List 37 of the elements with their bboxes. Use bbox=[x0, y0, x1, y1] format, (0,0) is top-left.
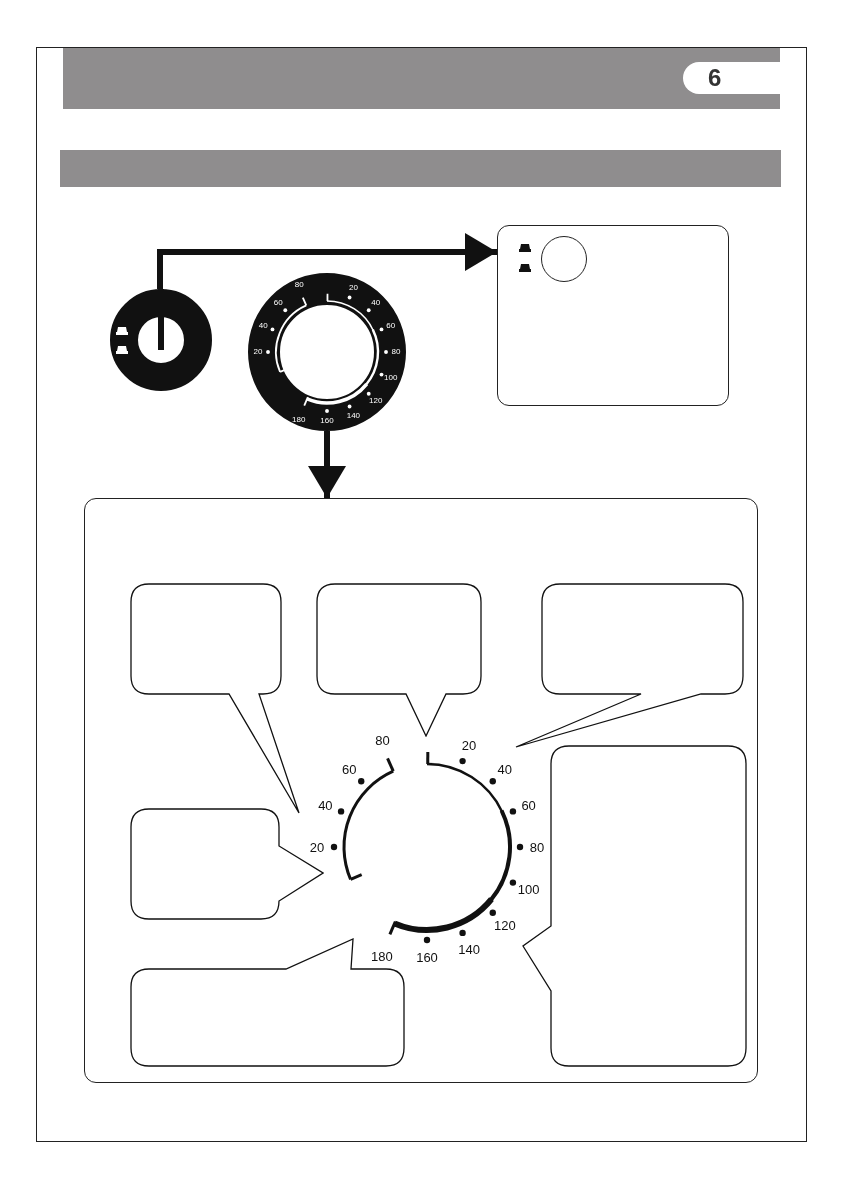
scale-number: 60 bbox=[341, 762, 357, 776]
scale-number: 120 bbox=[493, 918, 516, 932]
scale-number: 40 bbox=[497, 762, 512, 776]
scale-number: 80 bbox=[294, 280, 304, 289]
scale-number: 20 bbox=[348, 284, 358, 293]
scale-number: 120 bbox=[369, 396, 383, 405]
rounded-panel bbox=[497, 225, 729, 406]
scale-number: 160 bbox=[320, 417, 334, 425]
speech-bubble bbox=[130, 938, 405, 1067]
scale-number: 80 bbox=[529, 840, 545, 854]
scale-number: 160 bbox=[416, 950, 438, 964]
speech-bubble bbox=[130, 808, 324, 920]
rounded-panel bbox=[84, 498, 758, 1083]
scale-number: 60 bbox=[521, 798, 536, 812]
arrow bbox=[308, 431, 346, 498]
scale-number: 20 bbox=[253, 348, 263, 356]
scale-number: 140 bbox=[458, 942, 480, 956]
scale-number: 60 bbox=[273, 299, 283, 308]
scale-number: 100 bbox=[517, 882, 540, 896]
scale-number: 180 bbox=[371, 949, 393, 963]
speech-bubble bbox=[316, 583, 482, 737]
scale-number: 40 bbox=[318, 798, 333, 812]
scale-number: 140 bbox=[346, 411, 361, 420]
scale-number: 20 bbox=[461, 738, 477, 752]
scale-number: 20 bbox=[309, 840, 325, 854]
scale-number: 80 bbox=[375, 733, 390, 747]
scale-number: 180 bbox=[292, 416, 306, 425]
scale-number: 40 bbox=[371, 299, 381, 308]
speech-bubble bbox=[515, 583, 744, 748]
scale-number: 40 bbox=[258, 321, 268, 330]
speech-bubble bbox=[130, 583, 300, 814]
scale-number: 100 bbox=[384, 374, 398, 383]
arrow bbox=[157, 233, 497, 289]
page-number-tab: 6 bbox=[683, 62, 780, 94]
scale-number: 60 bbox=[386, 321, 396, 330]
section-bar bbox=[60, 150, 781, 187]
scale-number: 80 bbox=[391, 348, 401, 356]
